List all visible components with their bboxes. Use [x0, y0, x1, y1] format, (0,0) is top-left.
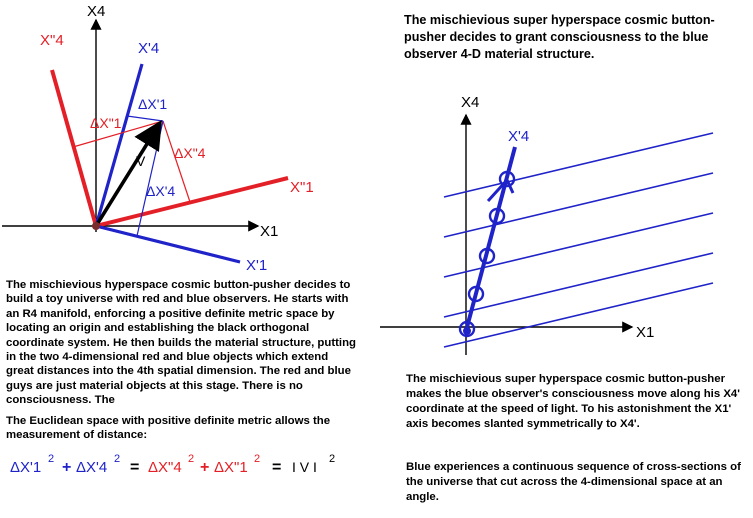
- x1-label: X1: [260, 223, 278, 240]
- r-blue-x4-axis: [464, 146, 517, 332]
- left-diagram: X4 X1 X"4 X'4 X"1 X'1 ΔX'1 ΔX"1 ΔX"4 ΔX'…: [2, 3, 314, 274]
- eq-exp-rhs: 2: [329, 453, 335, 465]
- blue-x1-axis: [95, 224, 241, 264]
- observer-circle: [498, 170, 516, 188]
- euclidean-note: The Euclidean space with positive defini…: [6, 415, 331, 442]
- eq-term1: ΔX'1: [10, 459, 41, 476]
- r-blue-x4-label: X'4: [508, 128, 529, 145]
- vector-v: [94, 119, 162, 227]
- red-x4-label: X"4: [40, 32, 64, 49]
- cross-section-line: [443, 172, 714, 238]
- dx1-blue-label: ΔX'1: [138, 96, 167, 112]
- origin-dot: [92, 222, 100, 230]
- right-paragraph-2: Blue experiences a continuous sequence o…: [406, 461, 741, 503]
- eq-equals2: =: [272, 459, 281, 476]
- red-proj-x1: [162, 120, 191, 203]
- dx1-red-label: ΔX"1: [90, 115, 122, 131]
- r-x4-label: X4: [461, 94, 479, 111]
- eq-term2: ΔX'4: [76, 459, 107, 476]
- left-paragraph: The mischievious hyperspace cosmic butto…: [6, 279, 357, 407]
- observer-circle: [488, 207, 506, 225]
- r-origin-dot: [463, 327, 471, 335]
- right-diagram: X4 X1 X'4: [380, 94, 714, 355]
- eq-term4: ΔX"1: [214, 459, 248, 476]
- blue-x4-axis: [94, 63, 144, 227]
- eq-exp4: 2: [254, 453, 260, 465]
- dx4-red-label: ΔX"4: [174, 145, 206, 161]
- cross-section-line: [443, 252, 714, 318]
- cross-section-line: [443, 282, 714, 348]
- blue-x1-label: X'1: [246, 257, 267, 274]
- blue-x4-label: X'4: [138, 40, 159, 57]
- red-x1-axis: [95, 176, 289, 228]
- eq-exp2: 2: [114, 453, 120, 465]
- right-title: The mischievious super hyperspace cosmic…: [404, 13, 715, 61]
- eq-plus1: +: [62, 459, 71, 476]
- right-paragraph-1: The mischievious super hyperspace cosmic…: [406, 373, 740, 430]
- cross-section-line: [443, 132, 714, 198]
- dx4-blue-label: ΔX'4: [146, 183, 175, 199]
- r-x1-label: X1: [636, 324, 654, 341]
- observer-circle: [467, 285, 485, 303]
- observer-circle: [478, 247, 496, 265]
- eq-exp3: 2: [188, 453, 194, 465]
- cross-section-line: [443, 212, 714, 278]
- eq-exp1: 2: [48, 453, 54, 465]
- blue-proj-x4: [126, 115, 164, 122]
- red-x1-label: X"1: [290, 179, 314, 196]
- eq-equals1: =: [130, 459, 139, 476]
- x4-label: X4: [87, 3, 105, 20]
- v-label: V: [136, 153, 146, 169]
- eq-term3: ΔX"4: [148, 459, 182, 476]
- distance-equation: ΔX'1 2 + ΔX'4 2 = ΔX"4 2 + ΔX"1 2 = I V …: [10, 453, 335, 476]
- red-x4-axis: [50, 69, 98, 227]
- observer-circle: [458, 320, 476, 338]
- eq-rhs: I V I: [292, 459, 317, 475]
- r-blue-arrow-left: [486, 178, 509, 203]
- eq-plus2: +: [200, 459, 209, 476]
- cross-section-lines: [443, 132, 714, 348]
